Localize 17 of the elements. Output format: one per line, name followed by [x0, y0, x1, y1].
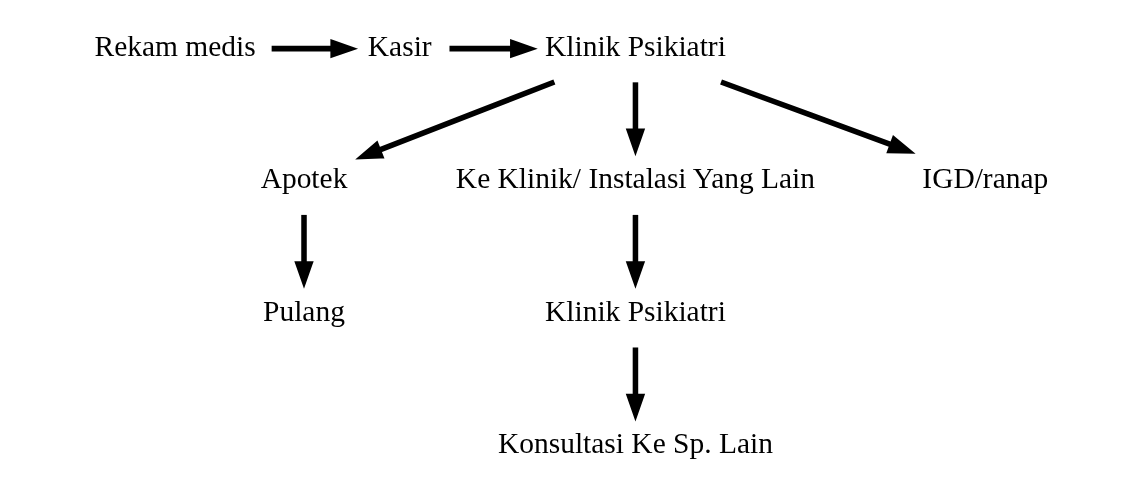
- node-text: Ke Klinik/ Instalasi Yang Lain: [455, 162, 816, 195]
- node-text: Pulang: [263, 294, 345, 327]
- arrow: [625, 347, 646, 422]
- node-text: IGD/ranap: [922, 162, 1049, 195]
- arrow: [720, 79, 916, 154]
- arrow: [449, 38, 538, 59]
- node-text: Rekam medis: [94, 29, 256, 62]
- node-text: Konsultasi Ke Sp. Lain: [498, 427, 773, 460]
- arrow: [271, 38, 359, 59]
- arrow: [355, 79, 556, 160]
- node-text: Kasir: [367, 29, 432, 62]
- arrow: [625, 214, 646, 289]
- node-text: Apotek: [260, 162, 348, 195]
- node-text: Klinik Psikiatri: [545, 29, 726, 62]
- arrow: [294, 214, 314, 289]
- arrow: [625, 82, 646, 157]
- node-text: Klinik Psikiatri: [545, 294, 726, 327]
